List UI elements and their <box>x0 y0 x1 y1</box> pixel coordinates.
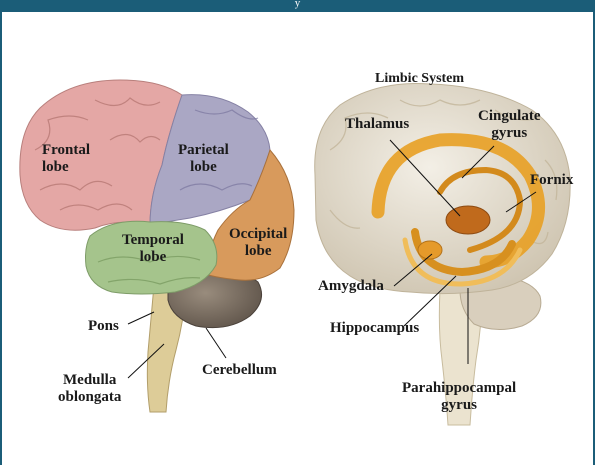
limbic-system-title: Limbic System <box>375 70 464 87</box>
temporal-lobe-label-text: Temporal lobe <box>122 232 184 265</box>
cerebellum-leader <box>206 328 226 358</box>
parietal-lobe-label: Parietal lobe <box>178 142 229 176</box>
thalamus-shape <box>446 206 490 234</box>
occipital-lobe-label-text: Occipital lobe <box>229 226 287 259</box>
cingulate-gyrus-label: Cingulate gyrus <box>478 108 541 142</box>
frontal-lobe-label: Frontal lobe <box>42 142 90 176</box>
cerebellum-label-text: Cerebellum <box>202 362 277 378</box>
frontal-lobe-label-text: Frontal lobe <box>42 142 90 175</box>
parahippocampal-gyrus-label: Parahippocampal gyrus <box>402 380 516 414</box>
fornix-label: Fornix <box>530 172 573 189</box>
amygdala-label: Amygdala <box>318 278 384 295</box>
pons-label: Pons <box>88 318 119 335</box>
cerebellum-label: Cerebellum <box>202 362 277 379</box>
occipital-lobe-label: Occipital lobe <box>229 226 287 260</box>
thalamus-label-text: Thalamus <box>345 116 409 132</box>
parahippocampal-gyrus-label-text: Parahippocampal gyrus <box>402 380 516 413</box>
pons-label-text: Pons <box>88 318 119 334</box>
limbic-system-title-text: Limbic System <box>375 71 464 86</box>
parietal-lobe-label-text: Parietal lobe <box>178 142 229 175</box>
hippocampus-label: Hippocampus <box>330 320 419 337</box>
hippocampus-label-text: Hippocampus <box>330 320 419 336</box>
thalamus-label: Thalamus <box>345 116 409 133</box>
medulla-label-text: Medulla oblongata <box>58 372 121 405</box>
medulla-label: Medulla oblongata <box>58 372 121 406</box>
fornix-label-text: Fornix <box>530 172 573 188</box>
amygdala-label-text: Amygdala <box>318 278 384 294</box>
pons-leader <box>128 312 154 324</box>
temporal-lobe-label: Temporal lobe <box>122 232 184 266</box>
cingulate-gyrus-label-text: Cingulate gyrus <box>478 108 541 141</box>
